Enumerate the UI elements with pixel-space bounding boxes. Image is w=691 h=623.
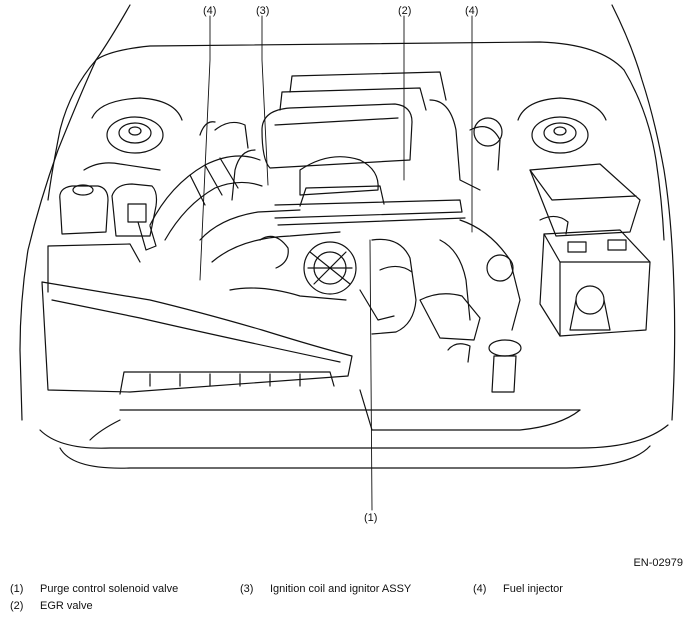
figure-code: EN-02979 bbox=[633, 557, 683, 569]
legend-item-2: (2) EGR valve bbox=[10, 600, 93, 612]
legend-item-1: (1) Purge control solenoid valve bbox=[10, 583, 178, 595]
air-box bbox=[41, 243, 353, 395]
intake-plenum bbox=[231, 71, 447, 201]
callout-3: (3) bbox=[256, 5, 270, 17]
right-strut-tower bbox=[517, 97, 607, 154]
callout-1: (1) bbox=[364, 512, 378, 524]
radiator-support bbox=[89, 389, 581, 441]
callout-4-right: (4) bbox=[465, 5, 479, 17]
body-outline bbox=[19, 4, 676, 469]
legend-text: Ignition coil and ignitor ASSY bbox=[270, 583, 412, 595]
callout-2: (2) bbox=[398, 5, 412, 17]
engine-block bbox=[199, 185, 466, 335]
legend-number: (4) bbox=[473, 583, 487, 595]
legend-text: Purge control solenoid valve bbox=[40, 583, 179, 595]
battery bbox=[539, 215, 651, 337]
legend-text: Fuel injector bbox=[503, 583, 563, 595]
callout-4-left: (4) bbox=[203, 5, 217, 17]
left-reservoirs bbox=[59, 162, 161, 251]
legend-number: (1) bbox=[10, 583, 24, 595]
left-strut-tower bbox=[91, 97, 183, 154]
legend-number: (2) bbox=[10, 600, 24, 612]
legend-text: EGR valve bbox=[40, 600, 93, 612]
fuse-box bbox=[529, 163, 641, 331]
engine-compartment-drawing bbox=[19, 4, 676, 511]
legend-number: (3) bbox=[240, 583, 254, 595]
leader-lines bbox=[199, 15, 473, 511]
legend-item-4: (4) Fuel injector bbox=[473, 583, 563, 595]
legend-item-3: (3) Ignition coil and ignitor ASSY bbox=[240, 583, 411, 595]
right-hoses bbox=[419, 99, 522, 393]
